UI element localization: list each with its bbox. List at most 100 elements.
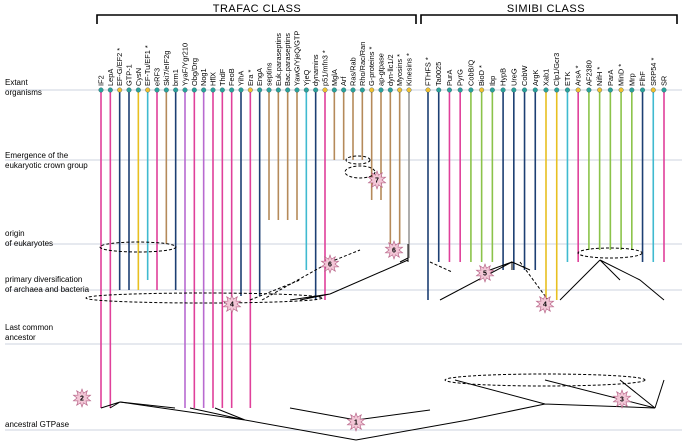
node-trafac (406, 87, 412, 93)
gene-label-trafac: IF2 (97, 75, 106, 86)
gene-label-trafac: MglA (330, 69, 339, 86)
node-trafac (247, 87, 253, 93)
node-simibi (640, 87, 646, 93)
node-trafac (182, 87, 188, 93)
gene-label-simibi: UreG (509, 68, 518, 86)
node-trafac (322, 87, 328, 93)
event-number: 6 (328, 261, 332, 268)
node-trafac (163, 87, 169, 93)
tree-edge (355, 409, 469, 441)
event-burst (612, 389, 632, 409)
gene-label-trafac: Bac.paraseptins (283, 33, 292, 86)
event-number: 2 (80, 395, 84, 402)
dashed-grouping (85, 292, 323, 304)
node-simibi (457, 87, 463, 93)
gene-label-trafac: G-proteins * (367, 46, 376, 86)
event-burst (475, 263, 495, 283)
gene-label-simibi: BioD * (477, 65, 486, 86)
node-trafac (397, 87, 403, 93)
node-simibi (468, 87, 474, 93)
stage-label-primary: of archaea and bacteria (5, 285, 90, 294)
node-simibi (543, 87, 549, 93)
node-trafac (359, 87, 365, 93)
node-simibi (532, 87, 538, 93)
ancestral-tree (100, 244, 665, 441)
event-number: 4 (230, 301, 234, 308)
gene-label-trafac: septins (265, 62, 274, 86)
gene-label-trafac: EF-G/EF2 * (115, 48, 124, 86)
tree-edge (119, 401, 246, 421)
gene-label-trafac: ap-gtpase (377, 53, 386, 86)
gene-label-trafac: Myosins * (395, 54, 404, 86)
node-trafac (107, 87, 113, 93)
gene-label-simibi: Clp1/Gcr3 (552, 53, 561, 86)
tree-edge (544, 379, 665, 409)
event-number: 6 (392, 247, 396, 254)
stage-label-origin: origin (5, 229, 25, 238)
tree-edge (244, 407, 357, 441)
gene-label-simibi: AF2380 (584, 60, 593, 86)
gene-label-trafac: YjeQ (302, 69, 311, 86)
event-number: 7 (375, 177, 379, 184)
tree-edge (289, 259, 409, 301)
gene-label-trafac: HflX (209, 72, 218, 86)
event-burst (222, 294, 242, 314)
gene-label-simibi: MinD * (617, 64, 626, 86)
stage-label-lca: ancestor (5, 333, 36, 342)
gene-label-trafac: Era * (246, 69, 255, 86)
gene-label-trafac: LepA (106, 69, 115, 86)
node-simibi (479, 87, 485, 93)
gene-label-trafac: Rho/Rac/Ran (358, 42, 367, 86)
gene-label-trafac: Obg/Drg (190, 58, 199, 86)
dashed-grouping (99, 241, 177, 253)
class-brackets: TRAFAC CLASS SIMIBI CLASS (96, 3, 678, 24)
node-simibi (575, 87, 581, 93)
node-trafac (303, 87, 309, 93)
node-trafac (210, 87, 216, 93)
gene-label-simibi: CobW (520, 65, 529, 86)
node-trafac (173, 87, 179, 93)
node-trafac (201, 87, 207, 93)
event-burst (72, 388, 92, 408)
gene-label-simibi: ETK (563, 72, 572, 86)
gene-label-trafac: YawG/YjeQ/GTP (293, 31, 302, 86)
node-simibi (511, 87, 517, 93)
gene-label-simibi: NifH * (595, 67, 604, 86)
node-trafac (145, 87, 151, 93)
gene-label-trafac: Euk.paraseptins (274, 33, 283, 86)
gene-label-trafac: dynamins (311, 54, 320, 86)
gene-label-trafac: Kinesins * (405, 53, 414, 86)
simibi-class-title: SIMIBI CLASS (507, 3, 585, 15)
node-trafac (191, 87, 197, 93)
dashed-link (429, 261, 549, 301)
stage-label-primary: primary diversification (5, 275, 82, 284)
trafac-class-title: TRAFAC CLASS (213, 3, 302, 15)
dashed-link (329, 249, 361, 263)
node-trafac (313, 87, 319, 93)
event-number: 1 (354, 419, 358, 426)
node-trafac (98, 87, 104, 93)
node-simibi (446, 87, 452, 93)
gene-label-simibi: ArgK (531, 69, 540, 86)
gene-label-trafac: Ras/Rab (349, 57, 358, 86)
gene-label-simibi: Mrp (627, 73, 636, 86)
dashed-grouping (444, 373, 646, 387)
gene-label-trafac: eRF3 (153, 68, 162, 86)
event-burst (367, 170, 387, 190)
node-trafac (126, 87, 132, 93)
stage-label-extant: organisms (5, 88, 42, 97)
node-simibi (597, 87, 603, 93)
node-trafac (238, 87, 244, 93)
event-burst (320, 254, 340, 274)
node-simibi (650, 87, 656, 93)
node-trafac (350, 87, 356, 93)
node-trafac (257, 87, 263, 93)
gene-label-trafac: FeoB (227, 68, 236, 86)
stage-label-extant: Extant (5, 78, 28, 87)
gene-label-simibi: Ibp (488, 76, 497, 86)
node-trafac (229, 87, 235, 93)
node-simibi (564, 87, 570, 93)
